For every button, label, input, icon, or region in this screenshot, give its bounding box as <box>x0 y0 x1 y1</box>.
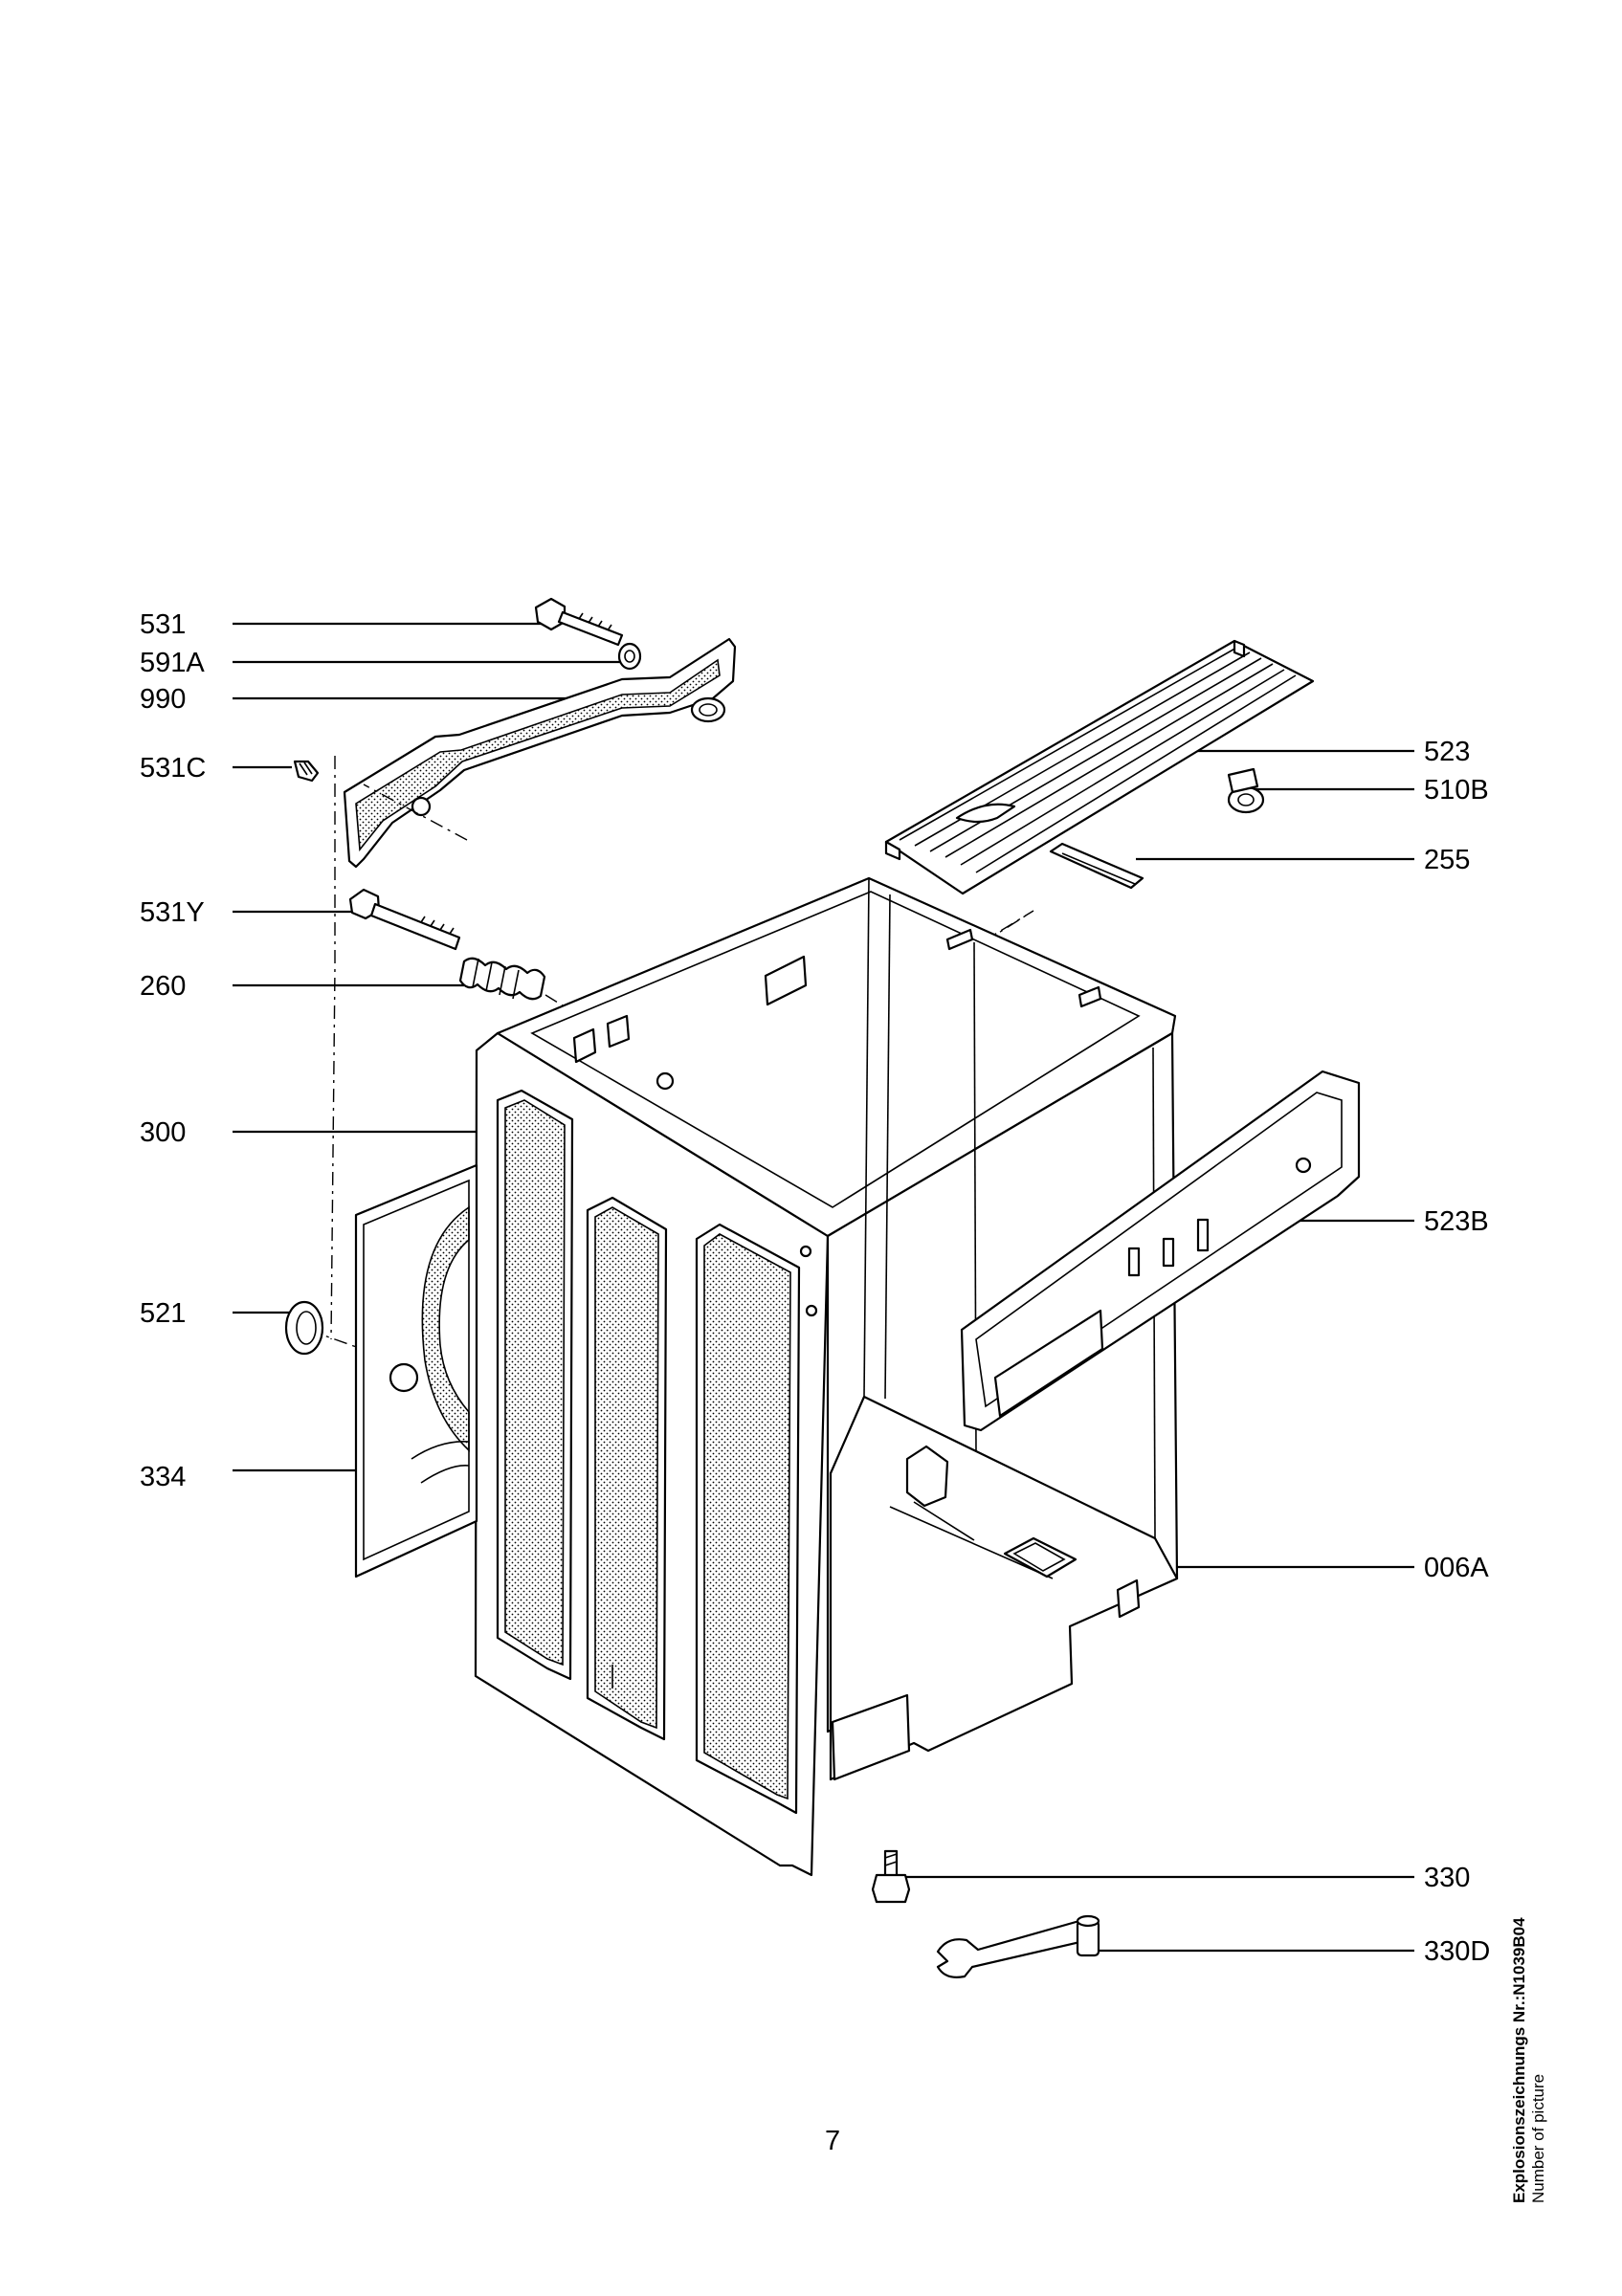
callout-510b: 510B <box>1424 775 1489 806</box>
crossbar-990 <box>343 637 737 869</box>
bolt-531y <box>348 888 461 951</box>
callout-523b: 523B <box>1424 1206 1489 1237</box>
door-334 <box>354 1163 478 1578</box>
foot-screw-330 <box>871 1849 911 1904</box>
wrench-330d <box>936 1914 1100 1978</box>
callout-591a: 591A <box>140 648 205 678</box>
callout-006a: 006A <box>1424 1553 1489 1583</box>
drawing-number: Explosionszeichnungs Nr.:N1039B04 <box>1510 1917 1528 2203</box>
callout-300: 300 <box>140 1117 186 1148</box>
top-rail-523 <box>884 639 1315 895</box>
callouts-right: 523 510B 255 523B 006A 330 330D <box>895 737 1490 1967</box>
cabinet-frame-300 <box>474 876 1179 1877</box>
callout-334: 334 <box>140 1462 186 1492</box>
callout-260: 260 <box>140 971 186 1002</box>
foot-plate-006a <box>1003 1536 1078 1578</box>
bar-255 <box>1049 842 1144 890</box>
drawing-number-note: Explosionszeichnungs Nr.:N1039B04 Number… <box>1510 1792 1548 2203</box>
hinge-bracket <box>905 1445 949 1508</box>
callout-330d: 330D <box>1424 1936 1490 1967</box>
callout-531: 531 <box>140 609 186 640</box>
callout-531c: 531C <box>140 753 206 784</box>
callout-521: 521 <box>140 1298 186 1329</box>
screw-531c <box>293 760 320 783</box>
grommet-521 <box>284 1300 324 1356</box>
callouts-left: 531 591A 990 531C 531Y 260 300 521 334 <box>140 609 620 1492</box>
bolt-531 <box>534 597 624 647</box>
side-panel-523b <box>960 1070 1361 1432</box>
callout-531y: 531Y <box>140 897 205 928</box>
picture-caption: Number of picture <box>1529 2073 1547 2203</box>
clip-510b <box>1227 767 1265 814</box>
page-number: 7 <box>825 2126 841 2156</box>
callout-523: 523 <box>1424 737 1470 767</box>
callout-990: 990 <box>140 684 186 715</box>
callout-255: 255 <box>1424 845 1470 875</box>
spring-260 <box>458 957 546 1001</box>
frame-panels <box>496 1089 801 1815</box>
washer-591a <box>617 642 642 671</box>
callout-330: 330 <box>1424 1863 1470 1893</box>
